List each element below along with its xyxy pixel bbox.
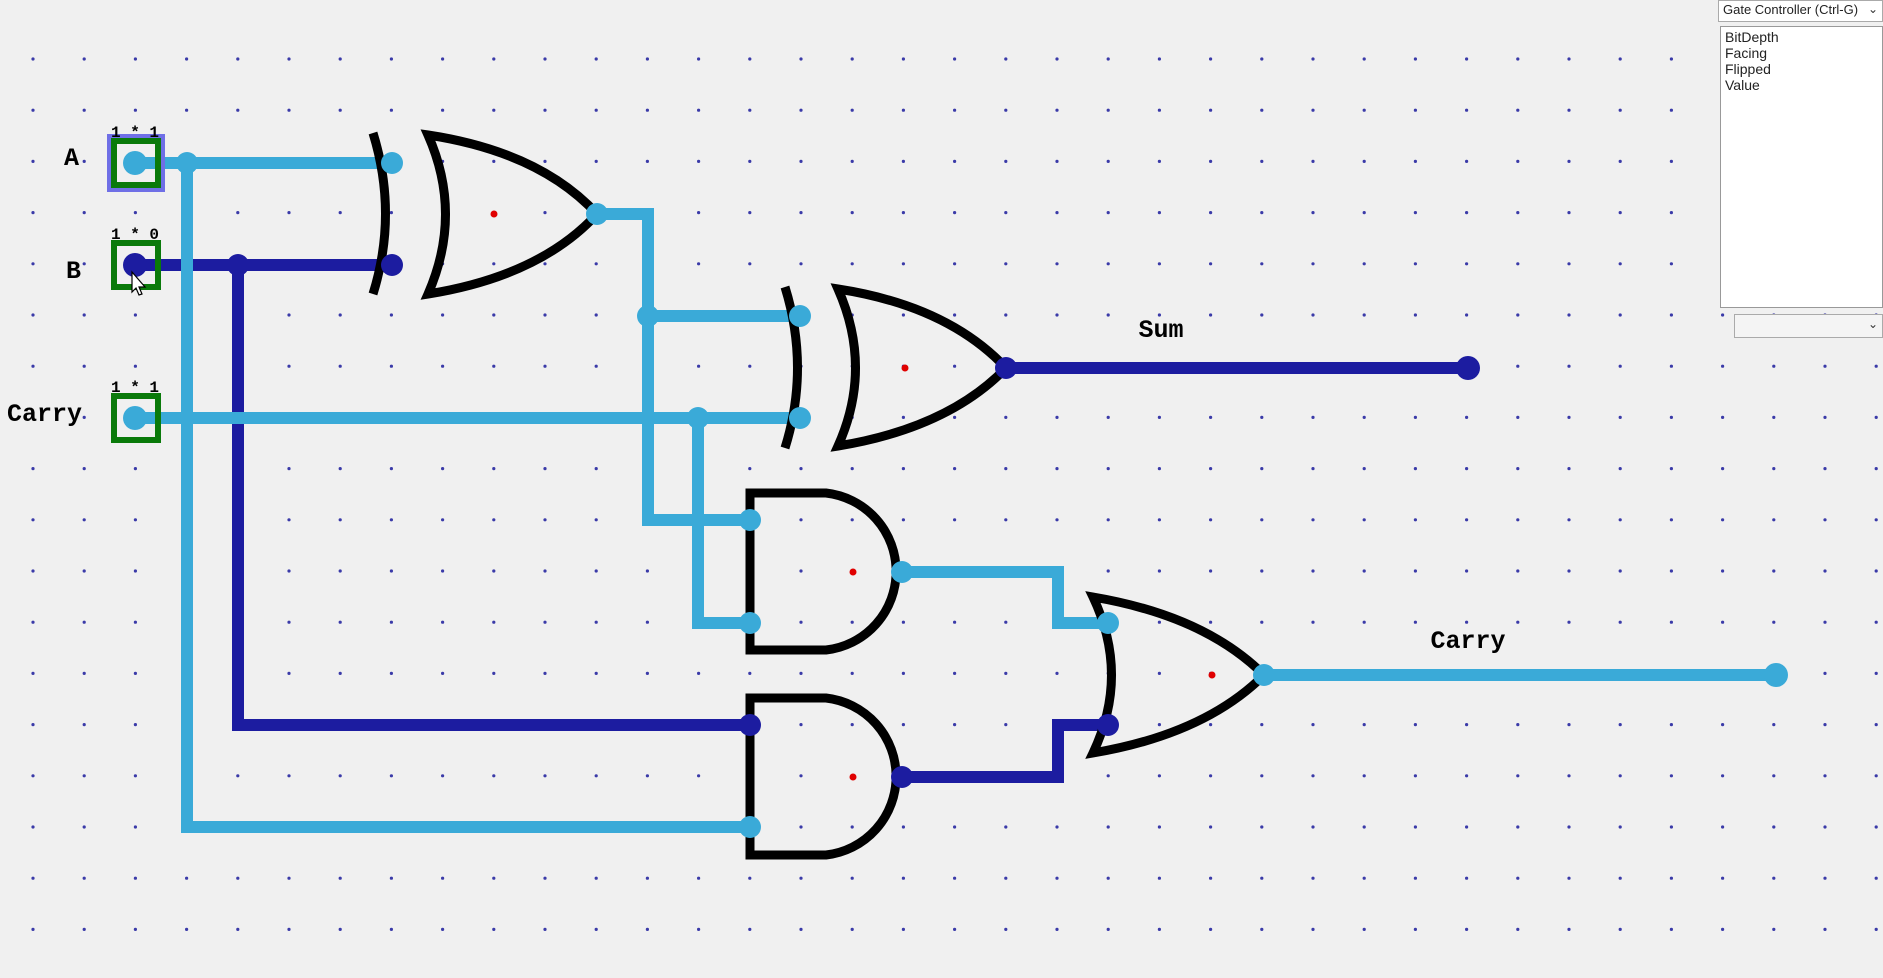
- junction-xor1-out: [637, 305, 659, 327]
- pin-or-in-a[interactable]: [1097, 612, 1119, 634]
- property-value-dropdown[interactable]: ⌄: [1734, 314, 1883, 338]
- input-b-header: 1 * 0: [111, 226, 159, 244]
- wire-and2-to-or[interactable]: [896, 719, 1114, 783]
- property-item[interactable]: BitDepth: [1725, 29, 1779, 45]
- junction-b: [227, 254, 249, 276]
- chevron-down-icon: ⌄: [1867, 2, 1878, 16]
- wire-b-to-and2[interactable]: [232, 259, 756, 731]
- pin-xor2-in-a[interactable]: [789, 305, 811, 327]
- and-gate-1[interactable]: [745, 488, 901, 655]
- junction-carry: [687, 407, 709, 429]
- wire-a-to-and2[interactable]: [181, 157, 756, 833]
- input-carry-header: 1 * 1: [111, 379, 159, 397]
- junction-a: [176, 152, 198, 174]
- pin-xor2-in-b[interactable]: [789, 407, 811, 429]
- input-a-switch[interactable]: [107, 134, 165, 192]
- output-carry-label: Carry: [1430, 627, 1505, 656]
- input-a-header: 1 * 1: [111, 124, 159, 142]
- pin-and2-out[interactable]: [891, 766, 913, 788]
- pin-xor1-out[interactable]: [586, 203, 608, 225]
- pin-or-in-b[interactable]: [1097, 714, 1119, 736]
- output-sum-label: Sum: [1138, 316, 1183, 345]
- input-carry-switch[interactable]: [111, 393, 161, 443]
- gate-controller-panel: Gate Controller (Ctrl-G) ⌄ BitDepth Faci…: [1718, 0, 1883, 310]
- gate-controller-title: Gate Controller (Ctrl-G): [1723, 2, 1859, 17]
- gate-controller-dropdown[interactable]: Gate Controller (Ctrl-G) ⌄: [1718, 0, 1883, 22]
- wire-xor1-out[interactable]: [591, 208, 756, 526]
- xor-gate-2[interactable]: [780, 283, 1013, 452]
- pin-xor2-out[interactable]: [995, 357, 1017, 379]
- grid-dots: [31, 57, 1878, 932]
- xor-gate-1[interactable]: [368, 129, 604, 300]
- property-list[interactable]: BitDepth Facing Flipped Value: [1720, 26, 1883, 308]
- pin-and1-out[interactable]: [891, 561, 913, 583]
- pin-or-out[interactable]: [1253, 664, 1275, 686]
- pin-and2-in-a[interactable]: [739, 714, 761, 736]
- pin-and1-in-b[interactable]: [739, 612, 761, 634]
- and-gate-2[interactable]: [745, 693, 901, 860]
- input-a-label: A: [64, 144, 79, 173]
- property-item[interactable]: Facing: [1725, 45, 1768, 61]
- gate-centers: [490, 210, 1216, 781]
- mouse-cursor-icon: [131, 270, 147, 296]
- or-gate[interactable]: [1085, 591, 1271, 759]
- chevron-down-icon: ⌄: [1867, 317, 1878, 331]
- pin-and2-in-b[interactable]: [739, 816, 761, 838]
- input-b-label: B: [66, 257, 81, 286]
- property-item[interactable]: Flipped: [1725, 61, 1771, 77]
- property-item[interactable]: Value: [1725, 77, 1760, 93]
- pin-xor1-in-a[interactable]: [381, 152, 403, 174]
- output-carry-pin[interactable]: [1764, 663, 1788, 687]
- output-sum-pin[interactable]: [1456, 356, 1480, 380]
- wire-carry-to-and1[interactable]: [692, 412, 756, 629]
- pin-xor1-in-b[interactable]: [381, 254, 403, 276]
- pin-and1-in-a[interactable]: [739, 509, 761, 531]
- input-carry-label: Carry: [7, 400, 82, 429]
- wire-and1-to-or[interactable]: [896, 566, 1114, 629]
